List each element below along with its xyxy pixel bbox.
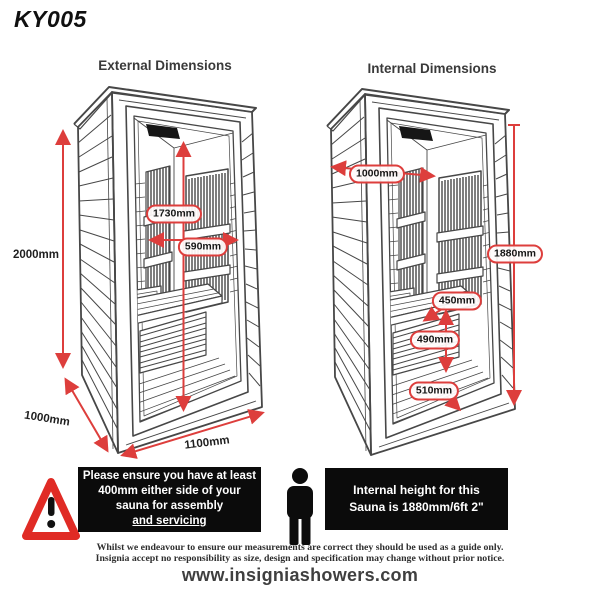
person-icon (287, 468, 313, 545)
external-sauna-drawing (55, 87, 265, 459)
internal-height-badge: 1880mm (486, 244, 544, 264)
clearance-line-1: Please ensure you have at least (82, 470, 257, 482)
internal-floor-depth-badge: 510mm (408, 381, 460, 401)
clearance-line-4: and servicing (132, 515, 207, 527)
clearance-line-3: sauna for assembly (115, 500, 224, 512)
internal-height-line-2: Sauna is 1880mm/6ft 2" (349, 500, 484, 514)
internal-heading: Internal Dimensions (367, 61, 497, 76)
external-door-height-badge: 1730mm (145, 204, 203, 224)
warning-triangle-icon (22, 478, 80, 540)
clearance-line-2: 400mm either side of your (98, 485, 241, 497)
internal-bench-depth-badge: 450mm (431, 291, 483, 311)
disclaimer-line-1: Whilst we endeavour to ensure our measur… (96, 542, 504, 553)
disclaimer-line-2: Insignia accept no responsibility as siz… (95, 553, 505, 564)
external-door-width-badge: 590mm (177, 237, 229, 257)
internal-height-line-1: Internal height for this (353, 483, 480, 497)
external-heading: External Dimensions (98, 58, 232, 73)
clearance-notice: Please ensure you have at least 400mm ei… (78, 467, 261, 532)
website-text: www.insigniashowers.com (181, 565, 419, 585)
external-height-label: 2000mm (12, 249, 60, 261)
page-title: KY005 (14, 6, 87, 32)
internal-width-badge: 1000mm (348, 164, 406, 184)
internal-height-notice: Internal height for this Sauna is 1880mm… (325, 468, 508, 530)
internal-bench-height-badge: 490mm (409, 330, 461, 350)
